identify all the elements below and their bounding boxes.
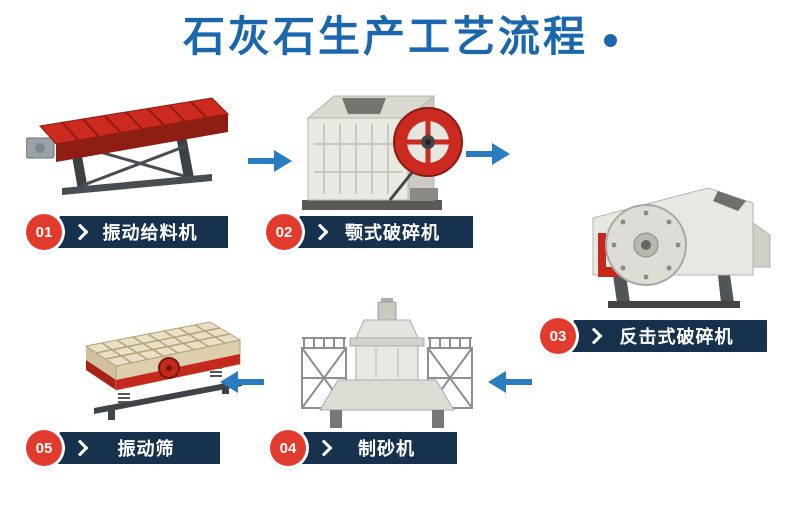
step-label-vibrating-screen: 05 振动筛 [26, 430, 220, 466]
chevron-right-icon [311, 223, 329, 241]
step-label-sand-making-machine: 04 制砂机 [270, 430, 457, 466]
arrow-right-icon [466, 143, 510, 165]
chevron-right-icon [71, 439, 89, 457]
step-banner: 振动给料机 [48, 216, 228, 248]
jaw-crusher-icon [290, 80, 465, 218]
arrow-right-icon [248, 150, 292, 172]
step-number-badge: 05 [26, 430, 62, 466]
step-name: 制砂机 [358, 439, 415, 459]
step-name: 振动给料机 [102, 223, 198, 243]
title-dot-icon [604, 33, 617, 47]
step-number-badge: 01 [26, 214, 62, 250]
step-number-badge: 03 [540, 318, 576, 354]
step-label-vibrating-feeder: 01 振动给料机 [26, 214, 228, 250]
step-name: 反击式破碎机 [619, 327, 734, 347]
impact-crusher-icon [568, 163, 773, 313]
step-banner: 制砂机 [292, 432, 457, 464]
step-name: 振动筛 [117, 439, 175, 459]
step-name: 颚式破碎机 [345, 223, 440, 243]
step-number-badge: 04 [270, 430, 306, 466]
chevron-right-icon [315, 439, 333, 457]
vibrating-screen-icon [64, 312, 254, 424]
sand-making-machine-icon [286, 298, 486, 433]
step-banner: 反击式破碎机 [562, 320, 767, 352]
step-label-jaw-crusher: 02 颚式破碎机 [266, 214, 473, 250]
arrow-left-icon [220, 371, 264, 393]
chevron-right-icon [585, 327, 603, 345]
arrow-left-icon [488, 371, 532, 393]
title-text: 石灰石生产工艺流程 [182, 13, 588, 60]
chevron-right-icon [71, 223, 89, 241]
vibrating-feeder-icon [26, 86, 238, 204]
step-label-impact-crusher: 03 反击式破碎机 [540, 318, 767, 354]
step-banner: 振动筛 [48, 432, 220, 464]
page-title: 石灰石生产工艺流程 [0, 12, 800, 62]
step-number-badge: 02 [266, 214, 302, 250]
step-banner: 颚式破碎机 [288, 216, 473, 248]
